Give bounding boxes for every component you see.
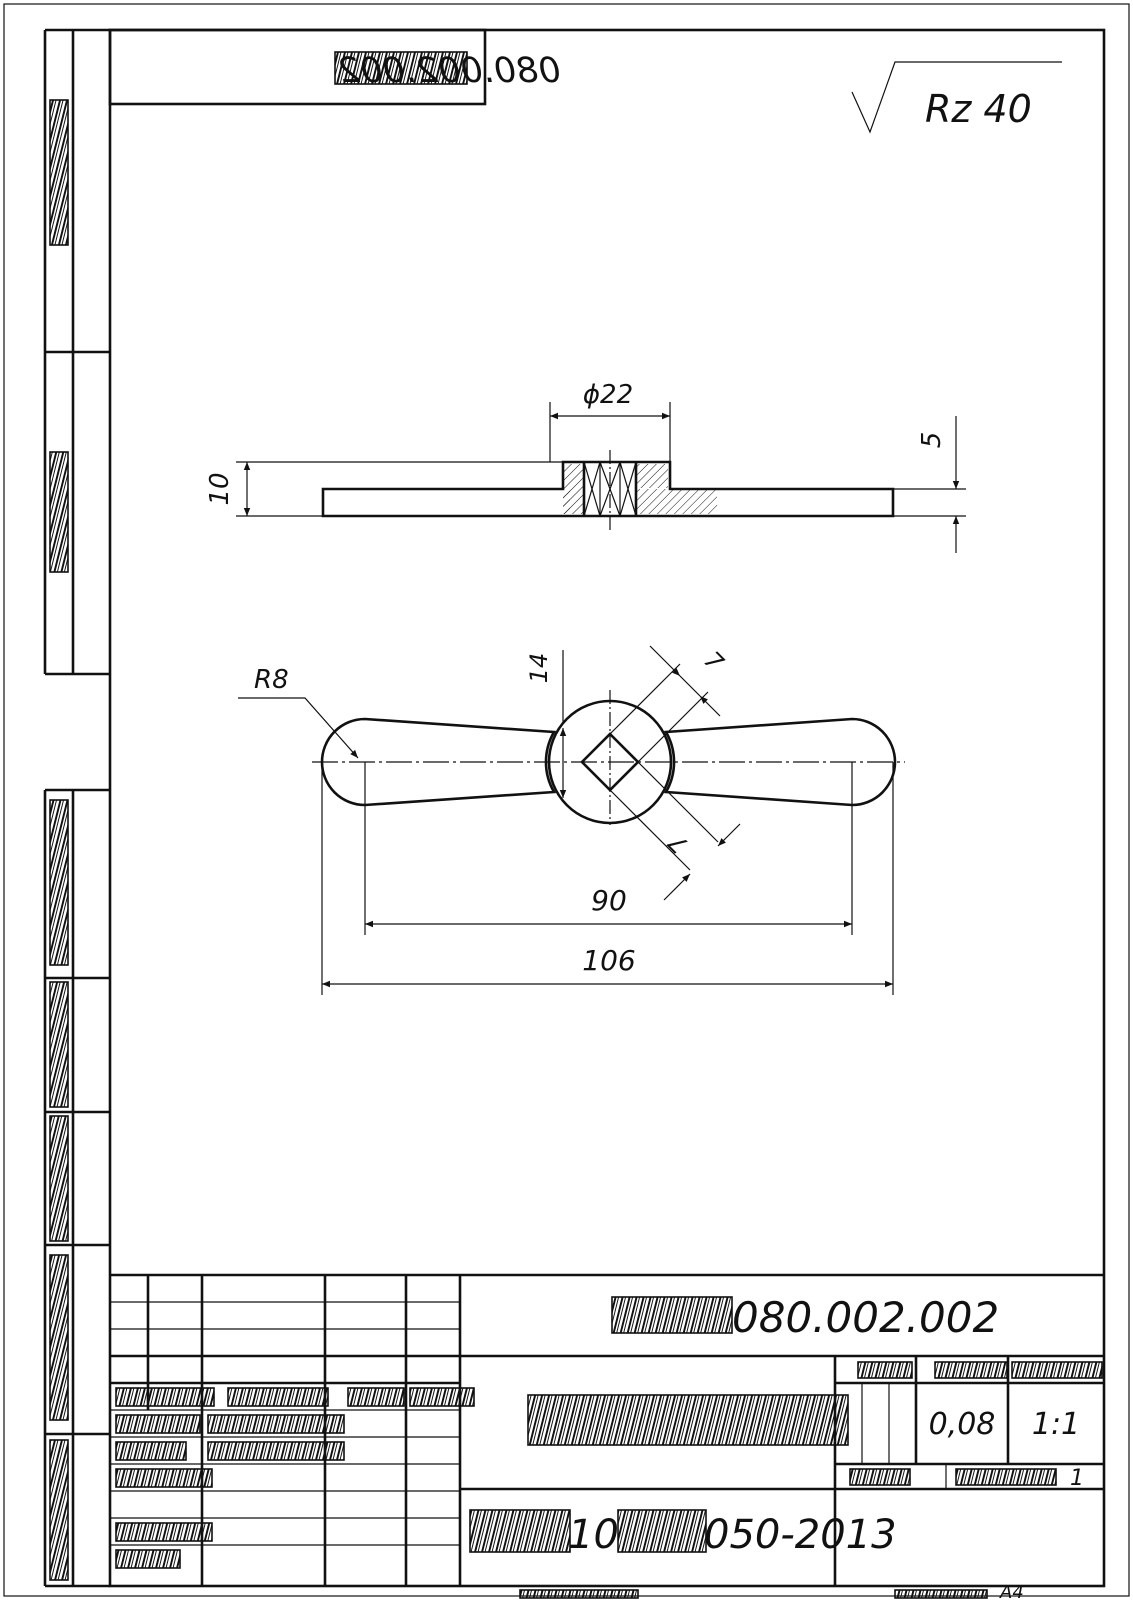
title-sheets-total: 1	[1070, 1466, 1084, 1491]
margin-label-7	[49, 1439, 69, 1581]
dim-radius: R8	[254, 665, 289, 695]
part-name	[527, 1394, 849, 1446]
dim-center-length: 90	[591, 884, 627, 917]
hatch-right	[636, 464, 668, 488]
dim-diag-upper: 7	[698, 646, 729, 677]
plan-view: R8 14 7 7 90 106	[238, 645, 905, 995]
dim-plate-thickness: 5	[917, 432, 947, 449]
margin-label-5	[49, 1115, 69, 1242]
left-margin-strip	[43, 28, 110, 1588]
margin-label-2	[49, 451, 69, 573]
dim-height-total: 10	[205, 472, 235, 505]
title-group-suffix: 10	[568, 1512, 619, 1558]
title-mass: 0,08	[929, 1407, 996, 1442]
title-designation: 080.002.002	[732, 1293, 999, 1342]
roughness-text: Rz 40	[925, 87, 1032, 131]
margin-label-3	[49, 799, 69, 966]
hatch-left-flange	[563, 489, 570, 514]
title-format: A4	[999, 1582, 1024, 1600]
mirrored-designation-text: 080.002.002	[338, 51, 561, 91]
dim-hub-diameter: ϕ22	[583, 380, 633, 410]
title-scale: 1:1	[1032, 1407, 1080, 1442]
margin-label-4	[49, 981, 69, 1108]
dim-overall-length: 106	[582, 944, 635, 977]
title-standard-suffix: 050-2013	[704, 1512, 897, 1558]
margin-label-1	[49, 99, 69, 246]
dim-diag-lower: 7	[663, 828, 694, 859]
dim-square-side: 14	[525, 653, 553, 684]
section-view: ϕ22 10 5	[205, 380, 966, 553]
roughness-symbol: Rz 40	[851, 61, 1062, 134]
mirrored-designation-box: 080.002.002	[108, 28, 561, 106]
title-block: 080.002.002 0,08 1:1 1 10 050-2013 A4	[110, 1273, 1104, 1600]
hatch-right-flange	[636, 489, 718, 514]
margin-label-6	[49, 1254, 69, 1421]
